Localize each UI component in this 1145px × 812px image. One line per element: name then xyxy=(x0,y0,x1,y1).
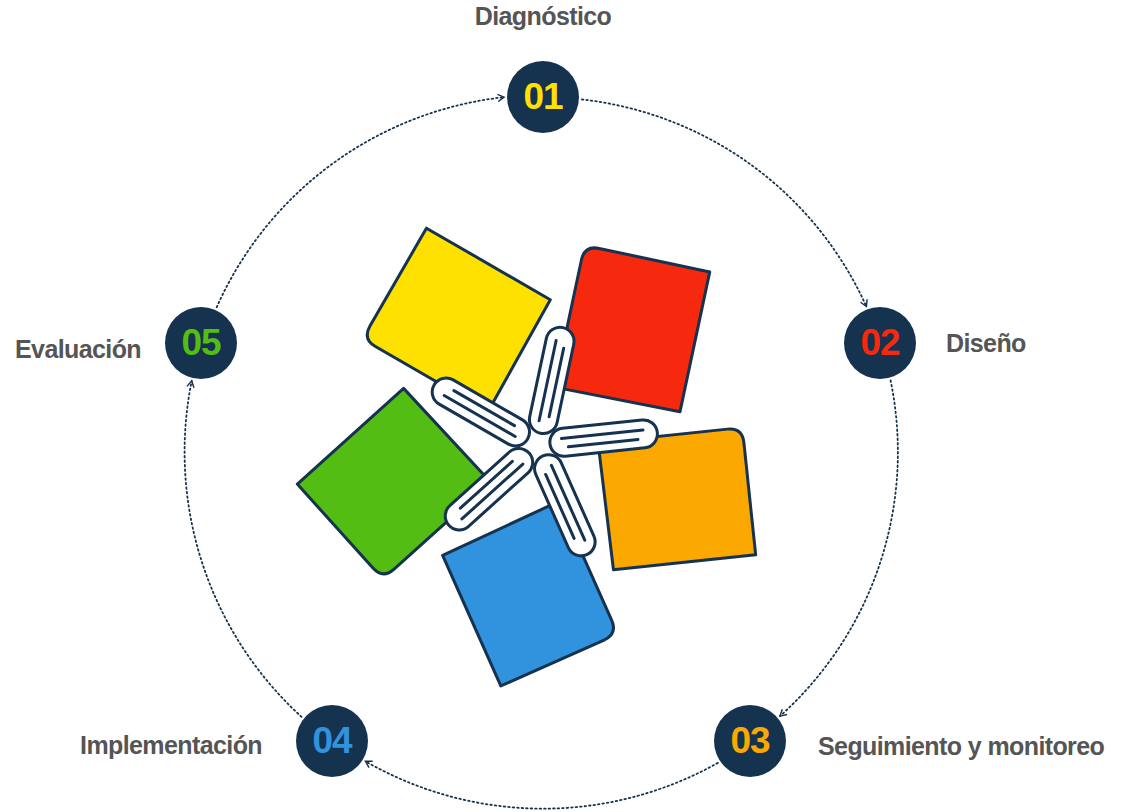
step-number: 05 xyxy=(165,307,237,379)
step-label: Implementación xyxy=(80,731,262,760)
step-label: Seguimiento y monitoreo xyxy=(818,732,1104,761)
step-circle: 04Implementación xyxy=(296,705,368,777)
step-circle: 02Diseño xyxy=(844,307,916,379)
cycle-arrow xyxy=(185,381,302,717)
cycle-arrow xyxy=(217,97,504,307)
step-circle: 03Seguimiento y monitoreo xyxy=(714,705,786,777)
step-label: Diagnóstico xyxy=(475,2,611,31)
step-circle: 05Evaluación xyxy=(165,307,237,379)
cycle-arrow xyxy=(582,100,867,307)
step-circle: 01Diagnóstico xyxy=(507,61,579,133)
step-number: 02 xyxy=(844,307,916,379)
step-number: 01 xyxy=(507,61,579,133)
step-number: 03 xyxy=(714,705,786,777)
cycle-arrow xyxy=(780,381,898,717)
step-label: Evaluación xyxy=(15,335,141,364)
cycle-arrow xyxy=(365,761,717,808)
step-label: Diseño xyxy=(946,329,1026,358)
step-number: 04 xyxy=(296,705,368,777)
